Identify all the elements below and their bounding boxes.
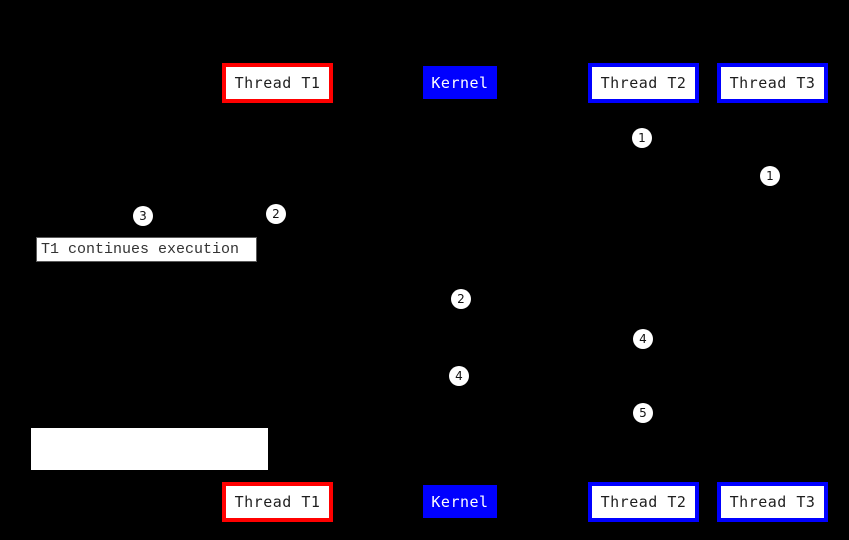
step-marker-1-thread-t2: 1 [632,128,652,148]
box-thread-t2-bottom-label: Thread T2 [600,493,687,511]
note-label: T1 continues execution [41,241,240,258]
box-thread-t3-top: Thread T3 [717,63,828,103]
box-thread-t1-top-label: Thread T1 [234,74,321,92]
note-t1-continues-execution: T1 continues execution [36,237,257,262]
box-kernel-top: Kernel [423,66,497,99]
step-marker-1-thread-t3: 1 [760,166,780,186]
box-thread-t2-top-label: Thread T2 [600,74,687,92]
box-thread-t3-top-label: Thread T3 [729,74,816,92]
step-marker-2-thread-t1: 2 [266,204,286,224]
box-thread-t1-top: Thread T1 [222,63,333,103]
step-marker-4-thread-t2: 4 [633,329,653,349]
box-thread-t2-top: Thread T2 [588,63,699,103]
box-thread-t1-bottom: Thread T1 [222,482,333,522]
step-marker-3: 3 [133,206,153,226]
box-kernel-bottom: Kernel [423,485,497,518]
box-thread-t3-bottom: Thread T3 [717,482,828,522]
step-marker-2-kernel: 2 [451,289,471,309]
blank-label-box [31,428,268,470]
box-kernel-bottom-label: Kernel [431,492,489,511]
step-marker-4-kernel: 4 [449,366,469,386]
box-thread-t3-bottom-label: Thread T3 [729,493,816,511]
step-marker-5: 5 [633,403,653,423]
box-thread-t1-bottom-label: Thread T1 [234,493,321,511]
box-thread-t2-bottom: Thread T2 [588,482,699,522]
box-kernel-top-label: Kernel [431,73,489,92]
